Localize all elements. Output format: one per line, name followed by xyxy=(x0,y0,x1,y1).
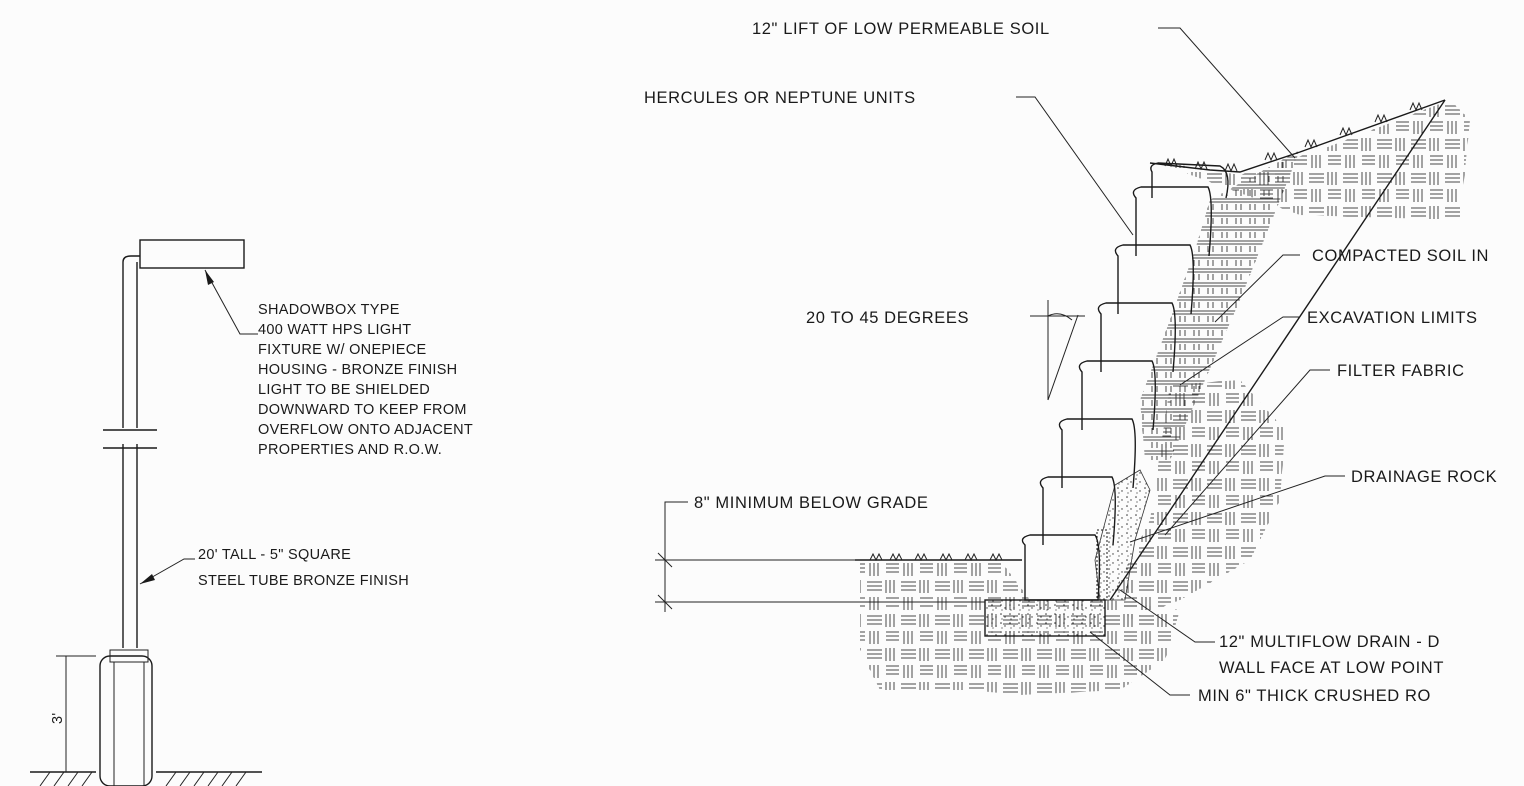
concrete-base xyxy=(99,655,153,786)
fixture-note-line: DOWNWARD TO KEEP FROM xyxy=(258,402,467,418)
compacted-backfill xyxy=(1140,150,1300,460)
drainage-rock-label: DRAINAGE ROCK xyxy=(1351,468,1497,486)
angle-batter-line xyxy=(1047,314,1079,401)
wall-units xyxy=(1021,162,1229,601)
pole-arm xyxy=(122,255,140,263)
retaining-wall-section: 12" LIFT OF LOW PERMEABLE SOIL HERCULES … xyxy=(644,20,1497,705)
light-fixture-box xyxy=(139,239,245,269)
angle-label: 20 TO 45 DEGREES xyxy=(806,309,969,327)
light-pole-detail: 3' SHADOWBOX TYPE 400 WATT HPS LIGHT FIX… xyxy=(30,239,473,786)
drain-label-line-1: 12" MULTIFLOW DRAIN - D xyxy=(1219,633,1440,651)
fixture-note-line: OVERFLOW ONTO ADJACENT xyxy=(258,422,473,438)
pole-leader xyxy=(139,558,195,585)
multiflow-drain xyxy=(1096,529,1108,601)
below-grade-label: 8" MINIMUM BELOW GRADE xyxy=(694,494,929,512)
retained-soil-upper xyxy=(1150,100,1470,220)
fixture-note-line: 400 WATT HPS LIGHT xyxy=(258,322,411,338)
fixture-note-line: LIGHT TO BE SHIELDED xyxy=(258,382,430,398)
excavation-limit-line xyxy=(1109,99,1446,601)
leveling-pad xyxy=(984,599,1106,637)
pole-note-line: STEEL TUBE BRONZE FINISH xyxy=(198,573,409,589)
fixture-note-line: PROPERTIES AND R.O.W. xyxy=(258,442,442,458)
below-grade-bracket xyxy=(664,501,688,548)
retained-soil-middle xyxy=(1115,380,1285,620)
lift-label: 12" LIFT OF LOW PERMEABLE SOIL xyxy=(752,20,1050,38)
fixture-leader xyxy=(204,269,258,335)
fixture-note: SHADOWBOX TYPE 400 WATT HPS LIGHT FIXTUR… xyxy=(258,302,473,458)
drain-label-line-2: WALL FACE AT LOW POINT xyxy=(1219,659,1444,677)
fixture-note-line: SHADOWBOX TYPE xyxy=(258,302,400,318)
base-plate xyxy=(109,649,149,663)
filter-fabric-label: FILTER FABRIC xyxy=(1337,362,1465,380)
base-dimension-label: 3' xyxy=(50,713,66,724)
fixture-note-line: FIXTURE W/ ONEPIECE xyxy=(258,342,426,358)
excavation-limits-label: EXCAVATION LIMITS xyxy=(1307,309,1478,327)
fixture-note-line: HOUSING - BRONZE FINISH xyxy=(258,362,457,378)
grass-tufts xyxy=(869,101,1423,562)
compacted-soil-label: COMPACTED SOIL IN xyxy=(1312,247,1489,265)
units-label: HERCULES OR NEPTUNE UNITS xyxy=(644,89,916,107)
crushed-rock-label: MIN 6" THICK CRUSHED RO xyxy=(1198,687,1431,705)
top-grade-line xyxy=(1149,99,1446,173)
label-leaders xyxy=(1016,27,1345,696)
pole-note-line: 20' TALL - 5" SQUARE xyxy=(198,547,351,563)
